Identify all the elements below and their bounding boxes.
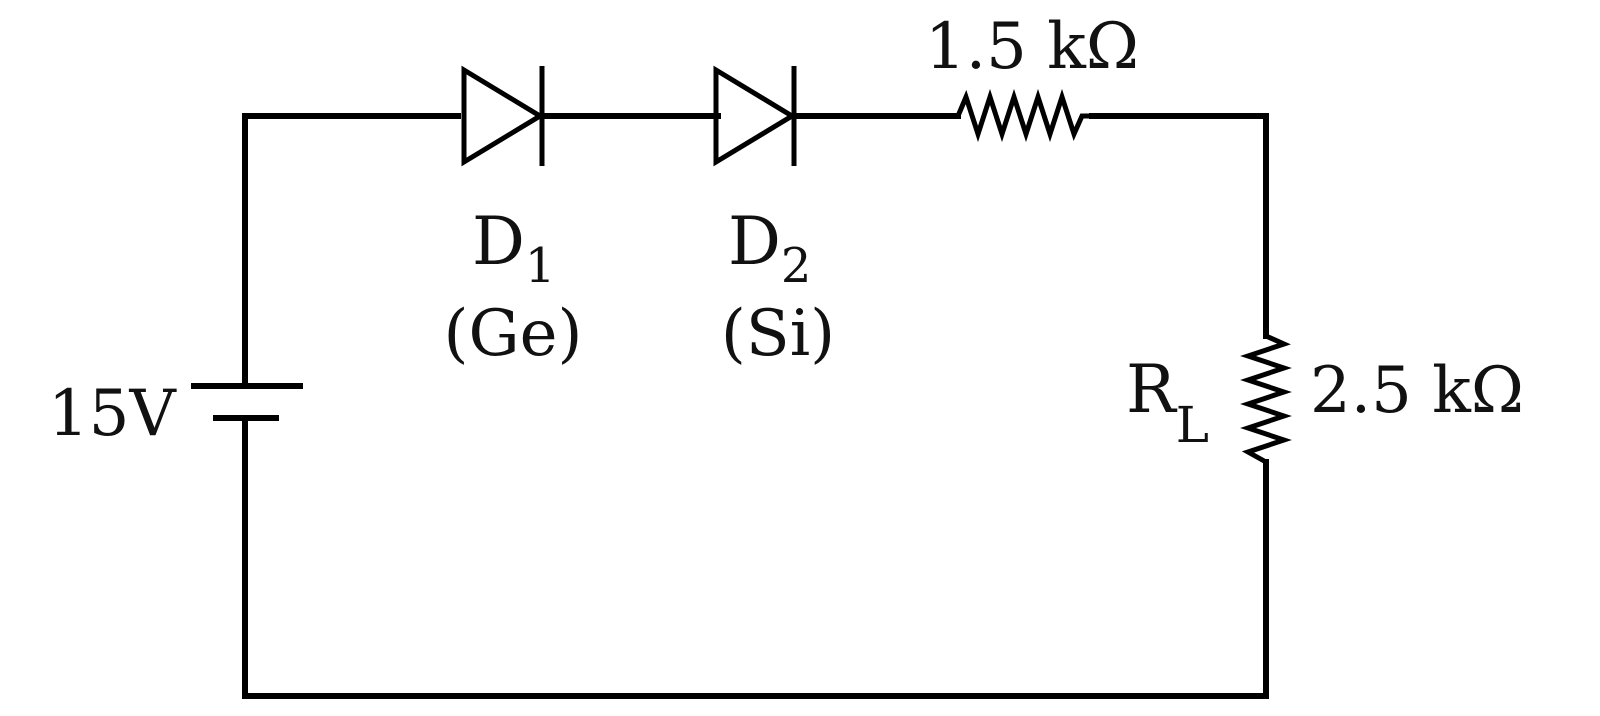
- diode-d1-triangle: [461, 65, 545, 167]
- diode-d2-name: D: [728, 203, 781, 280]
- series-resistor-value: 1.5 kΩ: [925, 10, 1139, 84]
- battery-label: 15V: [48, 377, 177, 451]
- diode-d2-material: (Si): [721, 297, 835, 371]
- load-resistor-label: RL: [1126, 351, 1209, 454]
- series-resistor-zigzag: [955, 88, 1092, 143]
- wires: [242, 113, 1269, 699]
- load-resistor-zigzag: [1240, 333, 1292, 465]
- diode-d1-name: D: [472, 203, 525, 280]
- diode-d1-subscript: 1: [525, 238, 556, 294]
- battery-15v: [191, 383, 303, 421]
- wire-bottom: [242, 415, 1269, 699]
- diode-d2-subscript: 2: [781, 238, 812, 294]
- diode-d2-label: D2: [728, 203, 811, 294]
- load-resistor-subscript: L: [1176, 396, 1209, 454]
- load-resistor-value: 2.5 kΩ: [1310, 354, 1524, 428]
- diode-d2: [713, 65, 797, 167]
- diode-d1-label: D1: [472, 203, 555, 294]
- wire-left-top: [242, 113, 461, 389]
- diode-d1: [461, 65, 545, 167]
- diode-d2-triangle: [713, 65, 797, 167]
- wire-resistor-rl: [1089, 113, 1269, 339]
- load-resistor-name: R: [1126, 351, 1178, 428]
- diode-d1-material: (Ge): [444, 297, 583, 371]
